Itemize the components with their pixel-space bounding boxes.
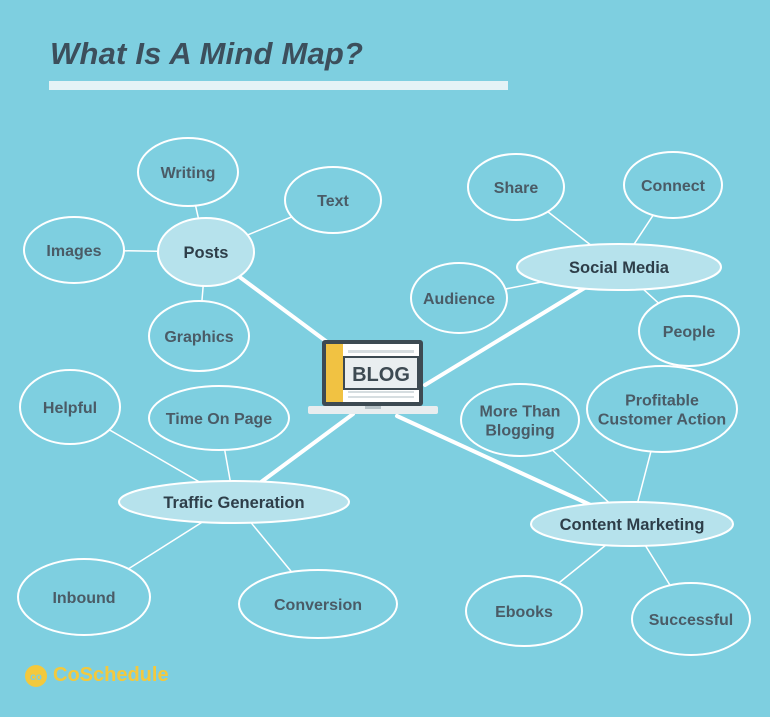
node-conversion: Conversion (238, 569, 398, 639)
node-content-marketing-shape (530, 501, 734, 547)
node-share-label: Share (494, 180, 539, 197)
node-helpful-label: Helpful (43, 400, 97, 417)
node-connect-shape (623, 151, 723, 219)
node-share: Share (467, 153, 565, 221)
node-ebooks-label: Ebooks (495, 604, 553, 621)
title-underline (49, 81, 508, 90)
node-traffic-generation: Traffic Generation (118, 480, 350, 524)
node-successful: Successful (631, 582, 751, 656)
node-ebooks: Ebooks (465, 575, 583, 647)
node-graphics-shape (148, 300, 250, 372)
node-social-media-shape (516, 243, 722, 291)
node-time-on-page-label: Time On Page (166, 411, 273, 428)
node-inbound: Inbound (17, 558, 151, 636)
laptop-icon: BLOG (308, 340, 438, 414)
node-time-on-page: Time On Page (148, 385, 290, 451)
node-content-marketing: Content Marketing (530, 501, 734, 547)
center-node-label: BLOG (352, 364, 410, 386)
node-profitable-customer-action-shape (586, 365, 738, 453)
node-successful-label: Successful (649, 612, 733, 629)
node-images-label: Images (46, 243, 101, 260)
node-connect-label: Connect (641, 178, 706, 195)
node-content-marketing-label: Content Marketing (560, 516, 705, 534)
node-audience-label: Audience (423, 291, 495, 308)
node-posts-label: Posts (184, 244, 229, 262)
node-social-media-label: Social Media (569, 259, 670, 277)
coschedule-logo: co CoSchedule (25, 664, 169, 687)
node-graphics: Graphics (148, 300, 250, 372)
node-text-shape (284, 166, 382, 234)
node-images-shape (23, 216, 125, 284)
node-conversion-shape (238, 569, 398, 639)
node-time-on-page-shape (148, 385, 290, 451)
node-helpful-shape (19, 369, 121, 445)
node-people-shape (638, 295, 740, 367)
coschedule-logo-icon: co (25, 664, 47, 687)
node-helpful: Helpful (19, 369, 121, 445)
node-inbound-shape (17, 558, 151, 636)
node-people: People (638, 295, 740, 367)
node-writing-shape (137, 137, 239, 207)
node-traffic-generation-label: Traffic Generation (163, 494, 304, 512)
node-writing-label: Writing (161, 165, 216, 182)
node-graphics-label: Graphics (164, 329, 233, 346)
node-inbound-label: Inbound (52, 590, 115, 607)
node-conversion-label: Conversion (274, 597, 362, 614)
node-audience: Audience (410, 262, 508, 334)
node-images: Images (23, 216, 125, 284)
node-connect: Connect (623, 151, 723, 219)
node-more-than-blogging-shape (460, 383, 580, 457)
node-share-shape (467, 153, 565, 221)
logo-text: CoSchedule (53, 664, 169, 686)
page-title: What Is A Mind Map? (50, 36, 364, 71)
node-people-label: People (663, 324, 716, 341)
node-ebooks-shape (465, 575, 583, 647)
node-successful-shape (631, 582, 751, 656)
node-text-label: Text (317, 193, 349, 210)
node-posts: Posts (157, 217, 255, 287)
node-writing: Writing (137, 137, 239, 207)
node-traffic-generation-shape (118, 480, 350, 524)
node-posts-shape (157, 217, 255, 287)
node-social-media: Social Media (516, 243, 722, 291)
svg-text:co: co (30, 672, 42, 683)
node-text: Text (284, 166, 382, 234)
node-audience-shape (410, 262, 508, 334)
